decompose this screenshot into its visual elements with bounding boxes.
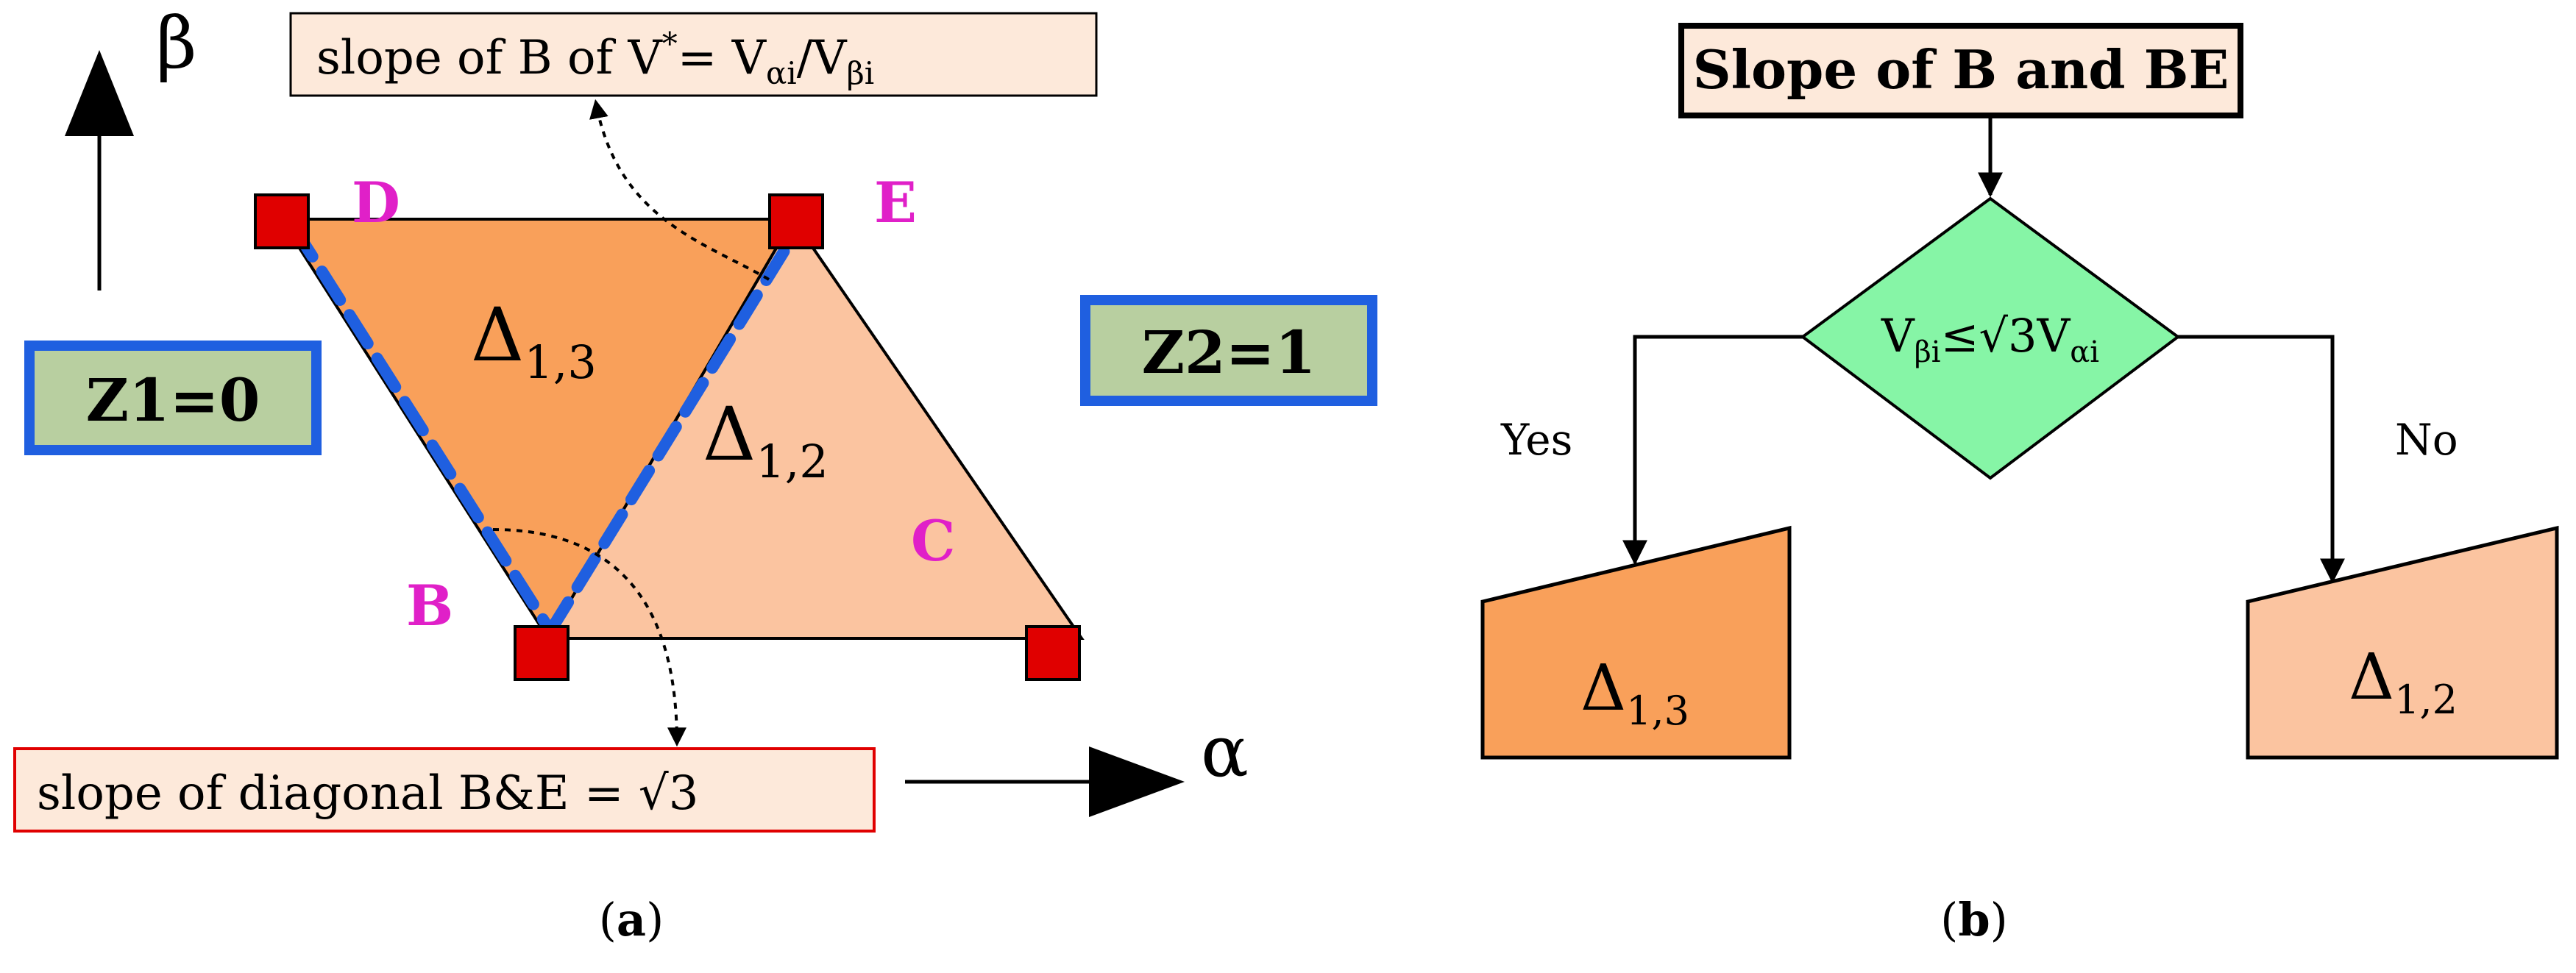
region-label-1-2: Δ1,2 xyxy=(703,391,828,488)
flow-title-box xyxy=(1678,23,2243,118)
dashed-diagonal-be xyxy=(544,222,804,637)
vertex-marker-d xyxy=(254,193,310,249)
output-box-1-2 xyxy=(2246,525,2559,760)
callout-diagonal-text: slope of diagonal B&E = √3 xyxy=(37,766,698,821)
flow-title-text: Slope of B and BE xyxy=(1693,38,2229,101)
vertex-label-b: B xyxy=(406,573,453,638)
vertex-marker-c xyxy=(1025,625,1081,681)
output-label-1-2: Δ1,2 xyxy=(2349,641,2458,723)
callout-diagonal-pointer xyxy=(492,528,686,747)
output-box-1-3 xyxy=(1480,525,1792,760)
panel-a: β α D E B C Δ1,3 Δ1,2 Z1=0 Z2=1 xyxy=(13,2,1377,947)
callout-slope-b-box xyxy=(289,12,1098,97)
callout-slope-b-pointer xyxy=(589,99,770,281)
yes-label: Yes xyxy=(1500,415,1572,465)
dashed-diagonal-bd xyxy=(288,222,556,637)
alpha-axis-arrowhead xyxy=(1089,746,1185,817)
vertex-label-e: E xyxy=(874,170,917,235)
vertex-marker-b xyxy=(514,625,570,681)
decision-diamond xyxy=(1800,196,2181,480)
zone-label-z1: Z1=0 xyxy=(86,366,260,435)
vertex-marker-e xyxy=(768,193,824,249)
caption-b: (b) xyxy=(1940,893,2008,947)
flow-arrow-yes xyxy=(1622,335,1803,566)
region-label-1-3: Δ1,3 xyxy=(471,292,597,389)
caption-a: (a) xyxy=(599,893,664,947)
flow-arrow-no xyxy=(2178,335,2345,584)
no-label: No xyxy=(2395,415,2458,465)
vertex-label-d: D xyxy=(352,170,400,235)
alpha-axis-label: α xyxy=(1201,710,1249,793)
decision-condition-text: Vβi≤√3Vαi xyxy=(1881,309,2099,369)
beta-axis-label: β xyxy=(156,2,197,85)
callout-diagonal-box xyxy=(13,747,876,833)
vertex-label-c: C xyxy=(911,508,956,574)
zone-box-z1 xyxy=(24,341,322,455)
panel-b: Slope of B and BE Vβi≤√3Vαi Yes No Δ1,3 … xyxy=(1480,23,2559,947)
beta-axis-arrowhead xyxy=(65,50,134,136)
zone-label-z2: Z2=1 xyxy=(1142,318,1316,387)
output-label-1-3: Δ1,3 xyxy=(1580,652,1689,734)
callout-slope-b-text: slope of B of V*= Vαi/Vβi xyxy=(316,26,874,91)
zone-box-z2 xyxy=(1080,295,1377,406)
